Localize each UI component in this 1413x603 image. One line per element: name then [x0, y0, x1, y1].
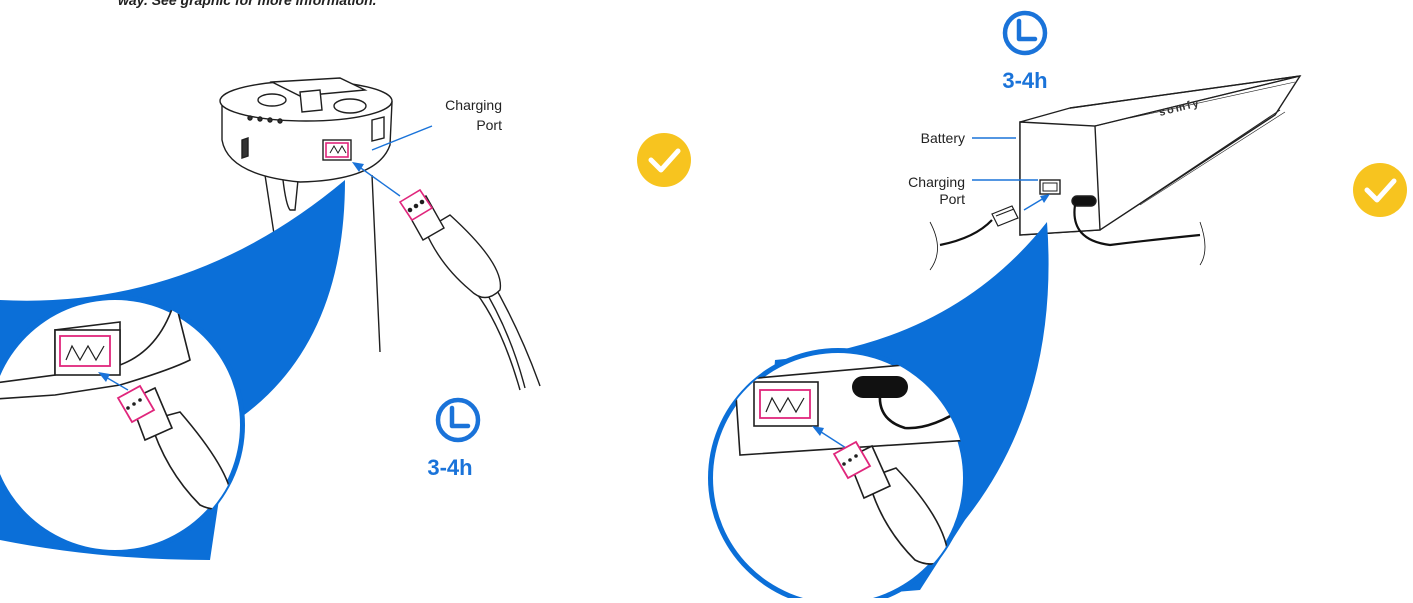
- motor-head: [219, 77, 393, 183]
- small-plug: [991, 205, 1019, 227]
- zoom-detail: [0, 297, 233, 510]
- battery-label: Battery: [921, 130, 965, 146]
- check-circle-icon: [637, 133, 691, 187]
- left-diagram: Charging Port: [0, 77, 691, 560]
- insertion-arrow-small: [1023, 194, 1050, 211]
- check-circle-icon: [1353, 163, 1407, 217]
- port-label-line1: Charging: [445, 97, 502, 113]
- clock-icon: [1002, 10, 1048, 56]
- charger-plug: [398, 188, 541, 391]
- port-label-line1-right: Charging: [908, 174, 965, 190]
- battery-pack: [1019, 75, 1302, 236]
- charge-time-left: 3-4h: [427, 455, 472, 480]
- cables: [929, 204, 1206, 271]
- port-leader-line: [371, 125, 433, 151]
- port-label-line2: Port: [476, 117, 502, 133]
- port-label-line2-right: Port: [939, 191, 965, 207]
- right-diagram: 3-4h somfy: [708, 10, 1407, 603]
- caption-text: way. See graphic for more information.: [118, 0, 377, 8]
- zoom-detail-right: [734, 359, 966, 565]
- insertion-arrow: [352, 162, 401, 197]
- charge-time-right: 3-4h: [1002, 68, 1047, 93]
- clock-icon: [435, 397, 481, 443]
